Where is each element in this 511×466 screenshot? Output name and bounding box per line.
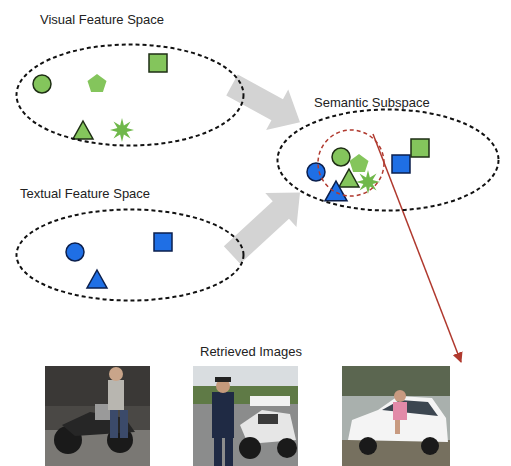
feature-space-ellipse: Visual Feature Space (15, 8, 232, 148)
dashed-ellipse (276, 108, 500, 212)
green-circle (33, 75, 51, 93)
blue-square (154, 233, 172, 251)
mapping-arrow (226, 74, 300, 129)
ellipse-outline (17, 45, 244, 146)
cluster-ring (318, 130, 384, 196)
green-square (411, 139, 429, 157)
ellipse-outline (17, 210, 244, 301)
green-pentagon (350, 154, 369, 172)
retrieved-photo (342, 366, 450, 466)
feature-space-ellipse: Semantic Subspace (300, 92, 504, 213)
green-star (356, 170, 380, 194)
blue-triangle (325, 181, 347, 201)
blue-square (392, 155, 410, 173)
mapping-arrow (224, 192, 300, 263)
green-star (110, 118, 134, 142)
green-triangle (73, 121, 93, 139)
blue-triangle (87, 270, 107, 288)
space-heading: Visual Feature Space (40, 12, 164, 28)
dashed-ellipse (15, 208, 245, 302)
leader-line (373, 134, 461, 362)
space-heading: Textual Feature Space (20, 186, 150, 202)
green-square (149, 54, 167, 72)
feature-space-ellipse: Textual Feature Space (15, 183, 232, 303)
retrieved-photo (45, 366, 150, 466)
retrieved-photo (193, 366, 298, 466)
blue-circle (66, 243, 84, 261)
green-pentagon (88, 74, 107, 92)
green-circle (332, 148, 350, 166)
space-heading: Semantic Subspace (314, 95, 430, 111)
ellipse-outline (278, 110, 499, 211)
caption-label: Retrieved Images (200, 344, 302, 360)
dashed-ellipse (15, 43, 245, 147)
green-triangle (339, 169, 359, 187)
